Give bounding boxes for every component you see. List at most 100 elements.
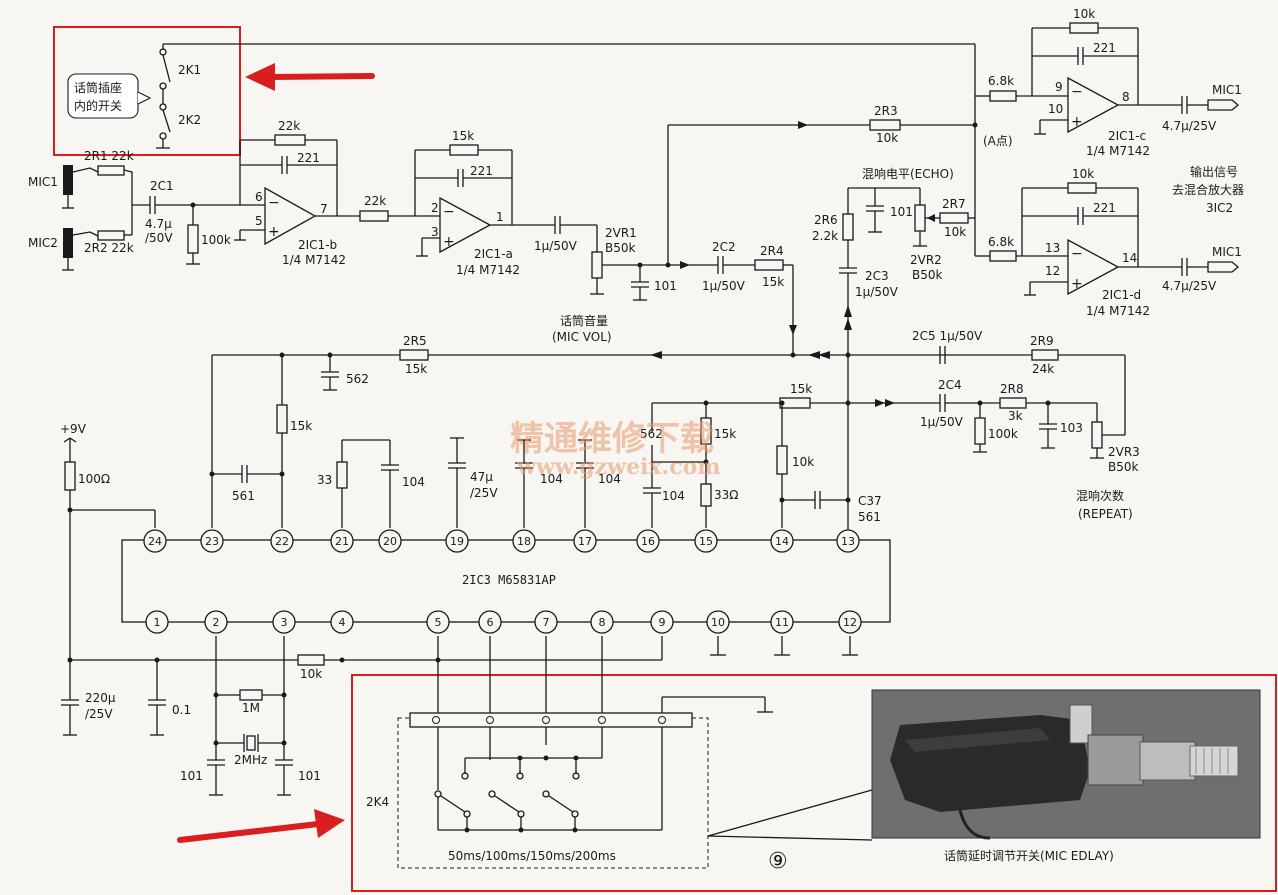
svg-text:2C3: 2C3 xyxy=(865,269,889,283)
svg-text:10k: 10k xyxy=(1072,167,1094,181)
svg-text:−: − xyxy=(1071,246,1083,262)
mic2-input-label: MIC2 xyxy=(28,236,58,250)
mic-vol-label: 话筒音量 xyxy=(560,313,608,328)
ic3-top-pin-label: 15 xyxy=(699,535,713,548)
ic3-bottom-pin-2 xyxy=(204,610,228,634)
ic3-bottom-pin-9 xyxy=(650,610,674,634)
ic3-bottom-components: 10k 220μ /25V 0.1 1M 2MHz 101 101 xyxy=(61,636,858,796)
ic3-bottom-pin-4 xyxy=(330,610,354,634)
svg-text:2: 2 xyxy=(431,201,439,215)
ic3-top-pin-label: 19 xyxy=(450,535,464,548)
svg-text:221: 221 xyxy=(1093,41,1116,55)
red-arrow-bottom xyxy=(177,809,345,843)
svg-text:+9V: +9V xyxy=(60,422,87,436)
svg-text:8: 8 xyxy=(1122,90,1130,104)
mic-jack-switch-callout: 话筒插座 内的开关 2K1 2K2 xyxy=(53,26,241,156)
ic3-bottom-pin-7 xyxy=(534,610,558,634)
ic3-top-pin-label: 21 xyxy=(335,535,349,548)
ic3-top-pin-label: 20 xyxy=(383,535,397,548)
svg-text:103: 103 xyxy=(1060,421,1083,435)
svg-text:15k: 15k xyxy=(405,362,427,376)
svg-text:101: 101 xyxy=(890,205,913,219)
opamp-a-part: 1/4 M7142 xyxy=(456,263,520,277)
ic-2ic3: 2IC3 M65831AP xyxy=(121,539,891,623)
opamp-a-name: 2IC1-a xyxy=(474,247,513,261)
svg-text:−: − xyxy=(268,195,280,211)
svg-text:104: 104 xyxy=(598,472,621,486)
svg-text:6.8k: 6.8k xyxy=(988,235,1014,249)
svg-text:33Ω: 33Ω xyxy=(714,488,738,502)
svg-text:1/4 M7142: 1/4 M7142 xyxy=(1086,304,1150,318)
svg-text:3k: 3k xyxy=(1008,409,1023,423)
svg-text:2C5 1μ/50V: 2C5 1μ/50V xyxy=(912,329,983,343)
svg-text:+: + xyxy=(1071,114,1083,130)
ic3-bottom-pin-label: 6 xyxy=(487,616,494,629)
ic3-top-pin-19 xyxy=(445,529,469,553)
svg-text:24k: 24k xyxy=(1032,362,1054,376)
echo-label: 混响电平(ECHO) xyxy=(862,166,954,181)
svg-text:22k: 22k xyxy=(278,119,300,133)
svg-text:B50k: B50k xyxy=(1108,460,1139,474)
opamp-2ic1-b: − + 6 5 7 22k 221 2IC1-b 1/4 M7142 22k xyxy=(234,119,415,267)
ic3-bottom-pin-12 xyxy=(838,610,862,634)
svg-text:7: 7 xyxy=(320,202,328,216)
svg-text:13: 13 xyxy=(1045,241,1060,255)
svg-text:2VR1: 2VR1 xyxy=(605,226,637,240)
svg-text:10k: 10k xyxy=(300,667,322,681)
svg-text:3: 3 xyxy=(431,225,439,239)
svg-text:104: 104 xyxy=(402,475,425,489)
mic-volume-section: 1μ/50V 2VR1 B50k 话筒音量 (MIC VOL) 101 2C2 … xyxy=(534,125,797,355)
svg-text:22k: 22k xyxy=(364,194,386,208)
svg-text:10k: 10k xyxy=(876,131,898,145)
ic3-bottom-pin-label: 12 xyxy=(843,616,857,629)
svg-text:+: + xyxy=(443,234,455,250)
svg-text:562: 562 xyxy=(346,372,369,386)
ic3-top-pin-label: 22 xyxy=(275,535,289,548)
svg-text:562: 562 xyxy=(640,427,663,441)
ic3-top-pin-22 xyxy=(270,529,294,553)
mic-input-section: MIC1 MIC2 2R1 22k 2R2 22k 2C1 4.7μ /50V … xyxy=(28,149,240,271)
output-mic1b-label: MIC1 xyxy=(1212,245,1242,259)
a-point-label: (A点) xyxy=(983,134,1013,148)
switch-2k2-label: 2K2 xyxy=(178,113,201,127)
svg-text:2C2: 2C2 xyxy=(712,240,736,254)
r-100k-label: 100k xyxy=(201,233,231,247)
svg-text:221: 221 xyxy=(297,151,320,165)
ic3-top-pin-17 xyxy=(573,529,597,553)
svg-text:10k: 10k xyxy=(792,455,814,469)
callout-text-2: 内的开关 xyxy=(74,98,122,113)
svg-text:+: + xyxy=(1071,276,1083,292)
svg-text:1μ/50V: 1μ/50V xyxy=(534,239,578,253)
repeat-label: 混响次数 xyxy=(1076,488,1124,503)
svg-text:1/4 M7142: 1/4 M7142 xyxy=(1086,144,1150,158)
svg-text:12: 12 xyxy=(1045,264,1060,278)
svg-text:9: 9 xyxy=(1055,80,1063,94)
ic3-top-pin-24 xyxy=(143,529,167,553)
opamp-2ic1-d: 6.8k − + 13 12 14 10k 221 MIC1 4.7μ/25V … xyxy=(974,164,1244,318)
ic3-top-pin-label: 23 xyxy=(205,535,219,548)
svg-text:/25V: /25V xyxy=(85,707,113,721)
svg-text:/25V: /25V xyxy=(470,486,498,500)
svg-text:101: 101 xyxy=(180,769,203,783)
c1-value: 4.7μ xyxy=(145,217,172,231)
svg-text:100k: 100k xyxy=(988,427,1018,441)
svg-text:1M: 1M xyxy=(242,701,260,715)
svg-text:221: 221 xyxy=(1093,201,1116,215)
opamp-b-part: 1/4 M7142 xyxy=(282,253,346,267)
ic3-top-pin-label: 18 xyxy=(517,535,531,548)
svg-text:−: − xyxy=(443,204,455,220)
svg-text:1μ/50V: 1μ/50V xyxy=(702,279,746,293)
figure-number: ⑨ xyxy=(768,849,788,874)
ic3-top-pin-15 xyxy=(694,529,718,553)
svg-text:4.7μ/25V: 4.7μ/25V xyxy=(1162,279,1217,293)
svg-text:10k: 10k xyxy=(1073,7,1095,21)
svg-text:(MIC VOL): (MIC VOL) xyxy=(552,330,612,344)
switch-photo: 话筒延时调节开关(MIC EDLAY) xyxy=(871,689,1261,863)
photo-caption: 话筒延时调节开关(MIC EDLAY) xyxy=(944,848,1114,863)
svg-text:2VR2: 2VR2 xyxy=(910,253,942,267)
ic3-top-pin-label: 24 xyxy=(148,535,162,548)
switch-2k1-label: 2K1 xyxy=(178,63,201,77)
svg-text:(REPEAT): (REPEAT) xyxy=(1078,507,1133,521)
